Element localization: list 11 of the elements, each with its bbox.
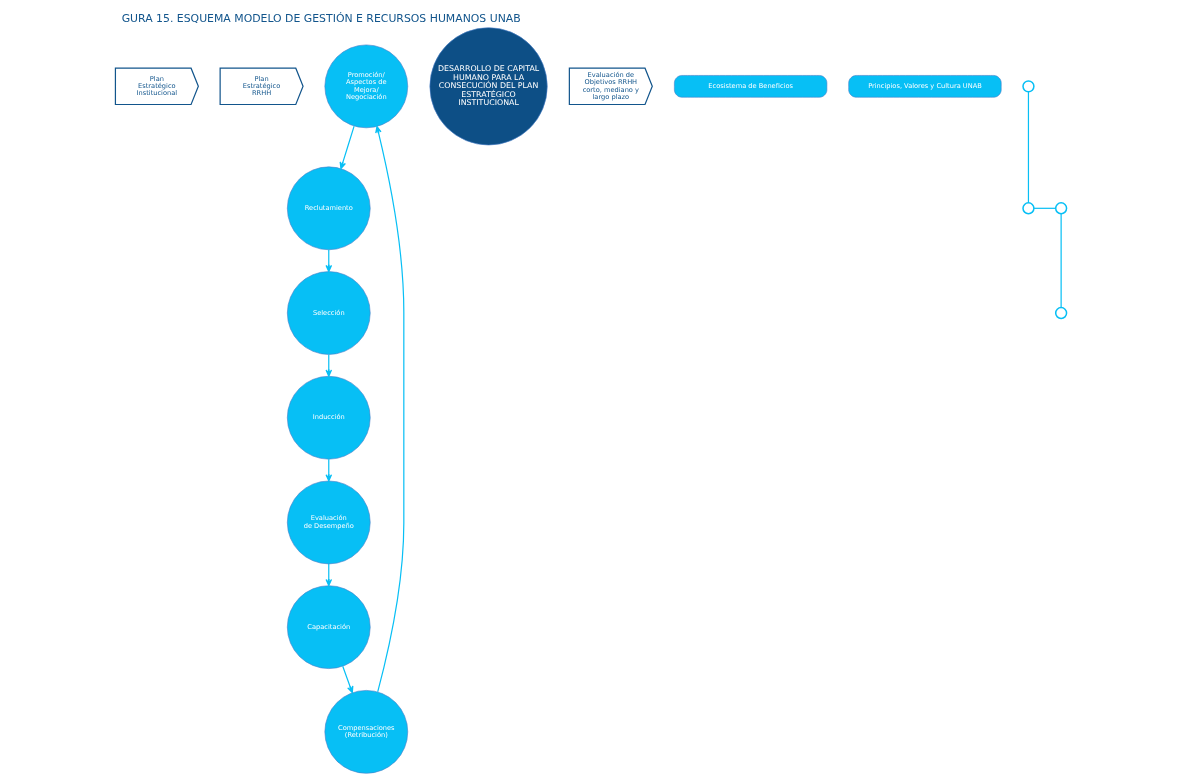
node-circle	[1021, 80, 1035, 93]
arrow	[341, 665, 353, 694]
arrow	[339, 125, 355, 170]
diagram-title: GURA 15. ESQUEMA MODELO DE GESTIÓN E RECURSOS HUMANOS UNAB	[121, 11, 521, 25]
node-circle	[1054, 202, 1067, 215]
arrow	[374, 125, 404, 693]
node-circle	[1021, 202, 1035, 215]
connector	[1032, 207, 1056, 209]
node-circle	[1054, 306, 1067, 320]
connector	[1060, 213, 1062, 309]
connector	[1027, 91, 1029, 204]
